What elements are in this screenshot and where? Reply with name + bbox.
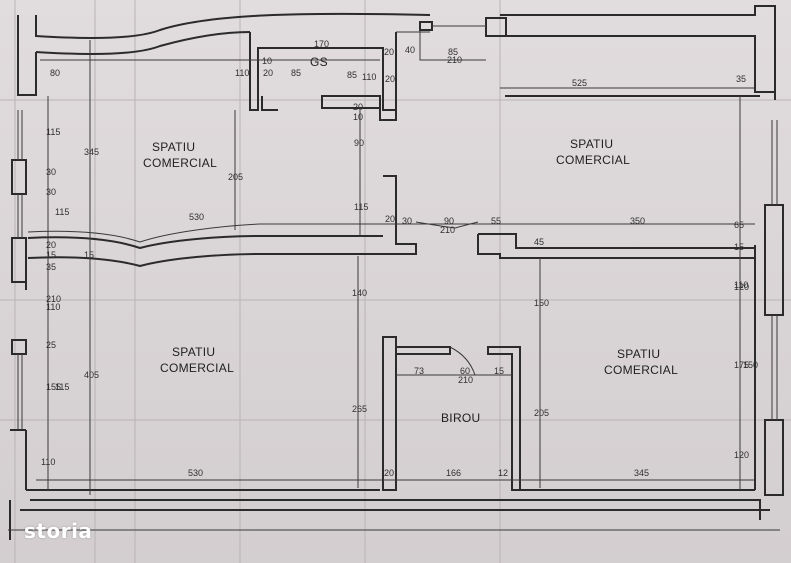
right-edge bbox=[754, 120, 784, 496]
dim-label: 110 bbox=[734, 280, 748, 290]
dim-label: 110 bbox=[46, 302, 60, 312]
dim-label: 85 bbox=[347, 70, 357, 80]
dim-label: 210 bbox=[46, 294, 61, 304]
dim-label: 65 bbox=[734, 220, 744, 230]
dimension-lines bbox=[27, 40, 755, 495]
dim-label: 205 bbox=[228, 172, 243, 182]
room-labels: SPATIU COMERCIAL SPATIU COMERCIAL SPATIU… bbox=[143, 55, 678, 425]
dim-label: 20 bbox=[384, 47, 394, 57]
dim-label: 110 bbox=[362, 72, 376, 82]
dim-label: 265 bbox=[352, 404, 367, 414]
dim-label: 20 bbox=[384, 468, 394, 478]
dim-label: 20 bbox=[263, 68, 273, 78]
dim-label: 175 bbox=[734, 360, 749, 370]
dim-label: 30 bbox=[46, 167, 56, 177]
central-partition bbox=[27, 175, 755, 268]
dim-label: 210 bbox=[447, 55, 462, 65]
dim-label: 90 bbox=[444, 216, 454, 226]
dim-label: 25 bbox=[46, 340, 56, 350]
dim-label: 80 bbox=[50, 68, 60, 78]
room-1-line-1: SPATIU bbox=[152, 140, 195, 154]
dimension-labels: 170 40 85 210 85 110 110 20 85 20 80 525… bbox=[41, 39, 758, 478]
dim-label: 170 bbox=[314, 39, 329, 49]
dim-label: 85 bbox=[448, 47, 458, 57]
dim-label: 150 bbox=[534, 298, 549, 308]
dim-label: 60 bbox=[460, 366, 470, 376]
dim-label: 155 bbox=[46, 382, 61, 392]
dim-label: 45 bbox=[534, 237, 544, 247]
room-4-line-1: SPATIU bbox=[617, 347, 660, 361]
dim-label: 345 bbox=[634, 468, 649, 478]
dim-label: 12 bbox=[498, 468, 508, 478]
dim-label: 15 bbox=[84, 250, 94, 260]
dim-label: 350 bbox=[630, 216, 645, 226]
dim-label: 20 bbox=[353, 102, 363, 112]
dim-label: 405 bbox=[84, 370, 99, 380]
dim-label: 140 bbox=[352, 288, 367, 298]
room-3-line-1: SPATIU bbox=[172, 345, 215, 359]
dim-label: 120 bbox=[734, 450, 749, 460]
dim-label: 345 bbox=[84, 147, 99, 157]
storia-logo: storia bbox=[24, 519, 93, 543]
dim-label: 73 bbox=[414, 366, 424, 376]
dim-label: 110 bbox=[41, 457, 55, 467]
dim-label: 20 bbox=[385, 74, 395, 84]
dim-label: 115 bbox=[354, 202, 368, 212]
room-2-line-2: COMERCIAL bbox=[556, 153, 630, 167]
dim-label: 115 bbox=[46, 127, 60, 137]
room-3-line-2: COMERCIAL bbox=[160, 361, 234, 375]
room-1-line-2: COMERCIAL bbox=[143, 156, 217, 170]
dim-label: 525 bbox=[572, 78, 587, 88]
dim-label: 10 bbox=[353, 112, 363, 122]
dim-label: 15 bbox=[46, 250, 56, 260]
birou-block bbox=[382, 336, 521, 491]
dim-label: 210 bbox=[440, 225, 455, 235]
room-gs: GS bbox=[310, 55, 328, 69]
dim-label: 20 bbox=[46, 240, 56, 250]
dim-label: 55 bbox=[491, 216, 501, 226]
dim-label: 150 bbox=[743, 360, 758, 370]
dim-label: 15 bbox=[734, 242, 744, 252]
dim-label: 120 bbox=[734, 282, 749, 292]
dim-label: 35 bbox=[46, 262, 56, 272]
outer-walls bbox=[8, 5, 780, 540]
dim-label: 530 bbox=[188, 468, 203, 478]
room-4-line-2: COMERCIAL bbox=[604, 363, 678, 377]
left-edge bbox=[10, 110, 27, 490]
dim-label: 20 bbox=[385, 214, 395, 224]
gs-block bbox=[249, 17, 507, 121]
dim-label: 10 bbox=[262, 56, 272, 66]
dim-label: 85 bbox=[291, 68, 301, 78]
dim-label: 205 bbox=[534, 408, 549, 418]
dim-label: 530 bbox=[189, 212, 204, 222]
dim-label: 30 bbox=[46, 187, 56, 197]
dim-label: 15 bbox=[494, 366, 504, 376]
dim-label: 110 bbox=[235, 68, 249, 78]
room-2-line-1: SPATIU bbox=[570, 137, 613, 151]
room-birou: BIROU bbox=[441, 411, 481, 425]
dim-label: 40 bbox=[405, 45, 415, 55]
dim-label: 30 bbox=[402, 216, 412, 226]
dim-label: 166 bbox=[446, 468, 461, 478]
dim-label: 115 bbox=[55, 207, 69, 217]
dim-label: 35 bbox=[736, 74, 746, 84]
dim-label: 115 bbox=[55, 382, 69, 392]
dim-label: 210 bbox=[458, 375, 473, 385]
dim-label: 90 bbox=[354, 138, 364, 148]
